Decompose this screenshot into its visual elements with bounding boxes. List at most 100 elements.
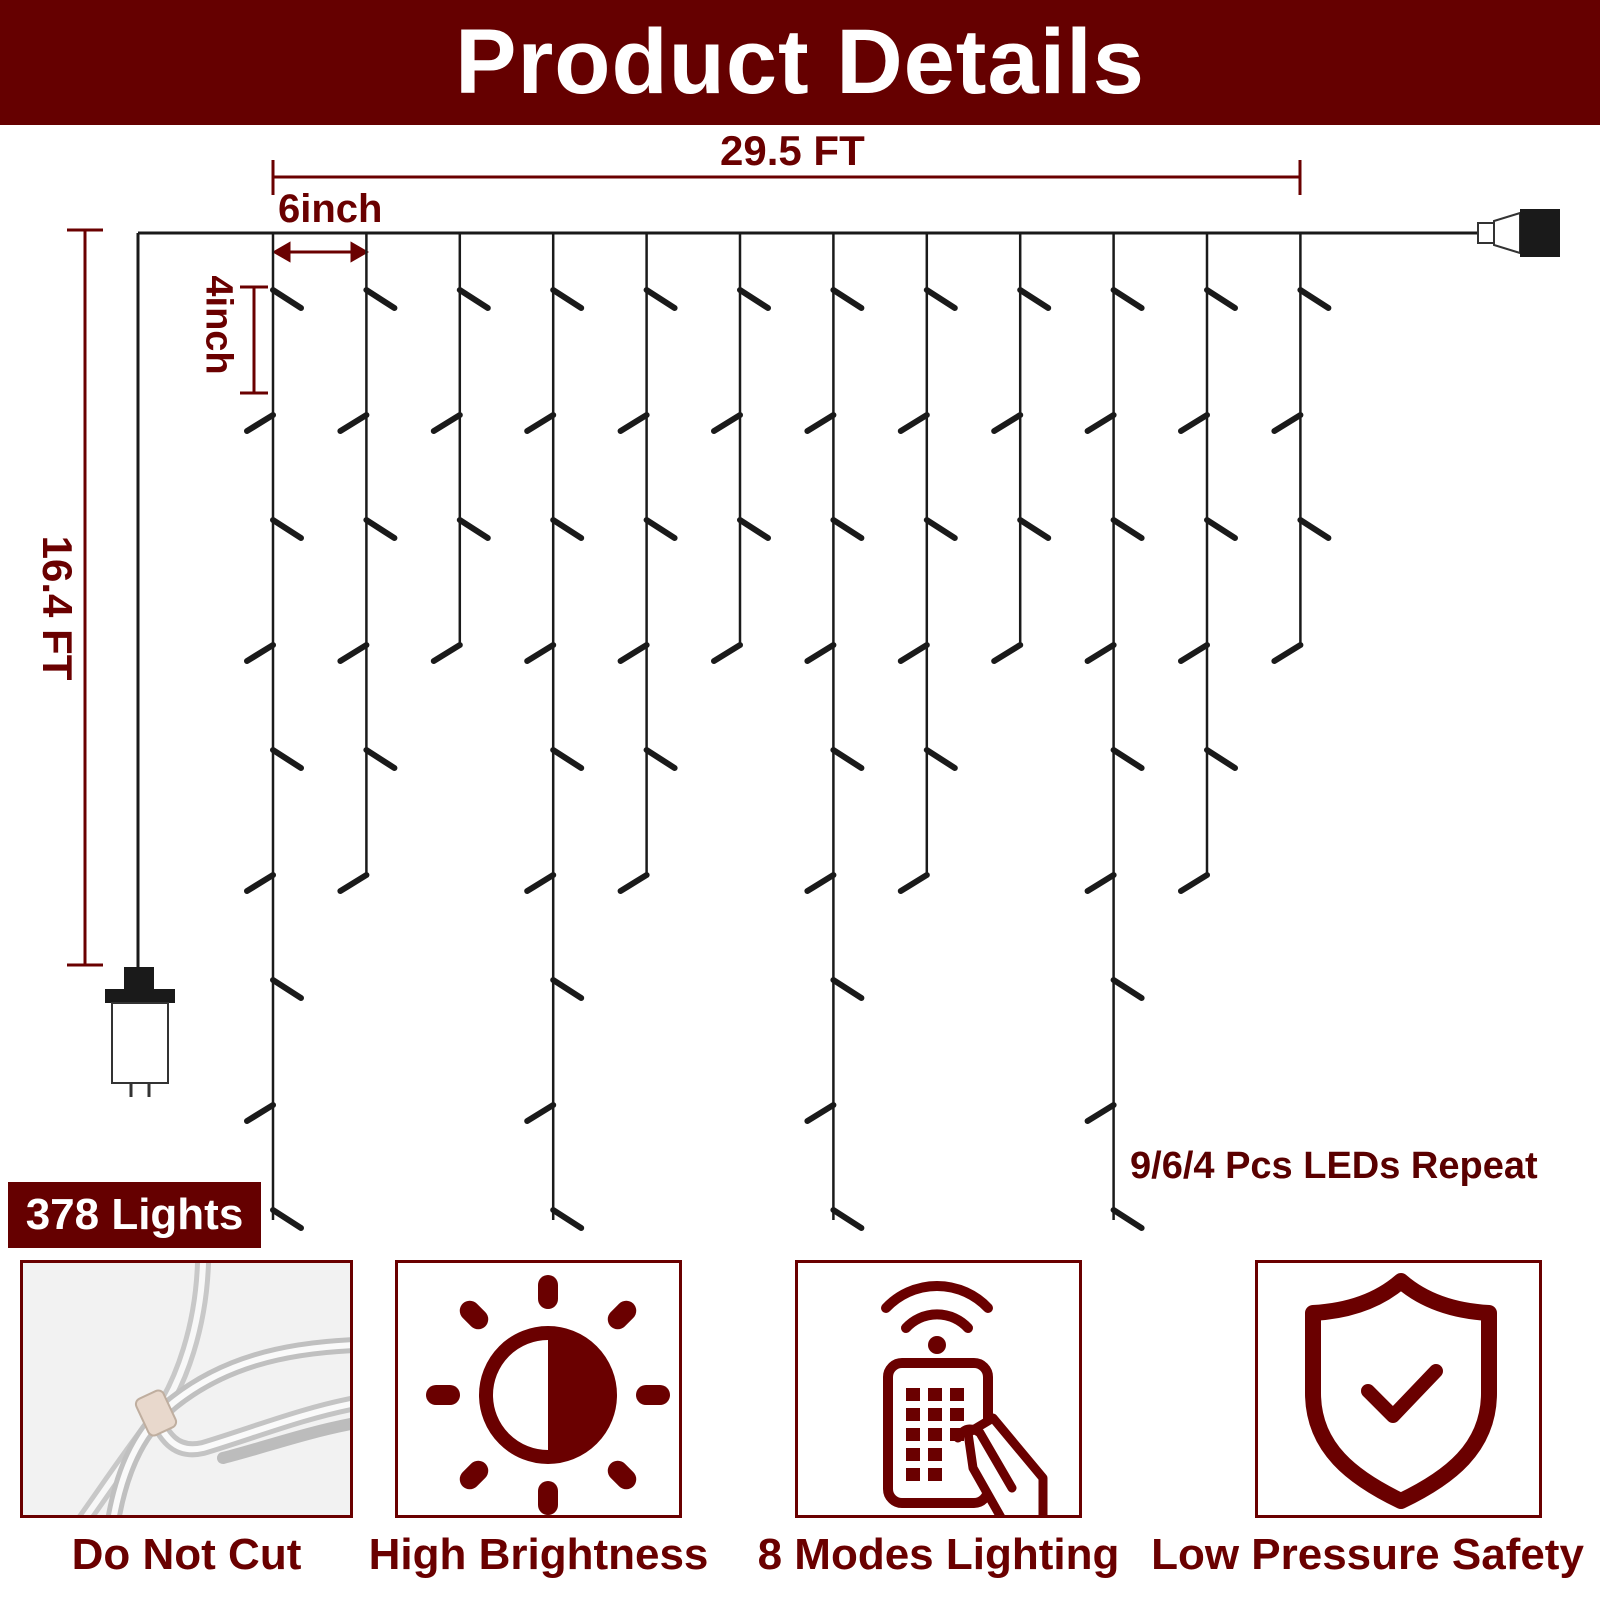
led-bulb (456, 517, 491, 541)
led-bulb (1204, 747, 1238, 771)
keypad-button (950, 1408, 964, 1421)
led-bulb (1178, 642, 1210, 664)
led-bulb (1084, 412, 1117, 434)
led-bulb (923, 287, 958, 311)
led-bulb (550, 1207, 585, 1231)
keypad-button (906, 1428, 920, 1441)
drop-spacing-label: 4inch (197, 275, 240, 375)
led-bulb (244, 412, 276, 434)
led-bulb (991, 412, 1024, 434)
height-label: 16.4 FT (34, 535, 81, 681)
led-bulb (804, 642, 837, 664)
led-bulb (1017, 287, 1052, 311)
led-bulb (430, 412, 463, 434)
keypad-button (906, 1448, 920, 1461)
led-bulb (1110, 517, 1145, 541)
page-title: Product Details (455, 11, 1145, 113)
led-bulb (1297, 287, 1332, 311)
sun-brightness-icon (426, 1275, 670, 1515)
feature-label-do-not-cut: Do Not Cut (71, 1530, 302, 1579)
led-bulb (923, 517, 958, 541)
led-bulb (270, 747, 304, 771)
power-adapter-icon (105, 967, 175, 1097)
led-bulb (923, 747, 958, 771)
led-bulb (430, 642, 463, 664)
led-bulb (550, 747, 585, 771)
keypad-button (928, 1468, 942, 1481)
led-bulb (270, 287, 304, 311)
led-bulb (991, 642, 1024, 664)
curtain-light-diagram: 29.5 FT 6inch 4inch 16.4 FT 9/6/4 Pcs LE… (0, 125, 1600, 1235)
led-bulb (897, 872, 930, 894)
drop-dimension-bracket (240, 285, 268, 395)
led-bulb (550, 977, 585, 1001)
led-bulb (1271, 642, 1304, 664)
repeat-note: 9/6/4 Pcs LEDs Repeat (1130, 1145, 1538, 1187)
led-bulb (643, 517, 678, 541)
keypad-button (906, 1388, 920, 1401)
feature-box-low-pressure-safety (1255, 1260, 1542, 1518)
keypad-button (928, 1448, 942, 1461)
led-bulb (1271, 412, 1304, 434)
led-bulb (804, 1102, 837, 1124)
led-bulb (617, 872, 650, 894)
led-bulb (1110, 1207, 1145, 1231)
keypad-button (928, 1428, 942, 1441)
led-bulb (524, 1102, 557, 1124)
spacing-dimension-arrow (271, 241, 370, 263)
led-bulb (711, 412, 743, 434)
led-bulb (1110, 747, 1145, 771)
led-bulb (363, 287, 398, 311)
led-bulb (244, 1102, 276, 1124)
spacing-label: 6inch (278, 187, 383, 231)
end-connector-icon (1477, 209, 1560, 257)
led-bulb (1084, 1102, 1117, 1124)
feature-box-do-not-cut (20, 1260, 353, 1518)
led-bulb (643, 747, 678, 771)
feature-label-8-modes: 8 Modes Lighting (757, 1530, 1120, 1579)
led-bulb (337, 872, 370, 894)
led-bulb (1178, 872, 1210, 894)
height-dimension-line (67, 228, 103, 967)
led-bulb (643, 287, 678, 311)
keypad-button (928, 1388, 942, 1401)
keypad-button (906, 1468, 920, 1481)
shield-check-icon (1305, 1273, 1497, 1509)
led-bulb (244, 872, 276, 894)
feature-box-8-modes (795, 1260, 1082, 1518)
led-bulb (1204, 517, 1238, 541)
led-bulb (1110, 977, 1145, 1001)
width-dimension-line (271, 160, 1302, 195)
led-bulb (1297, 517, 1332, 541)
header-banner: Product Details (0, 0, 1600, 125)
led-bulb (550, 517, 585, 541)
led-bulb (456, 287, 491, 311)
led-bulb (830, 287, 865, 311)
led-bulb (1204, 287, 1238, 311)
led-bulb (337, 412, 370, 434)
led-bulb (270, 517, 304, 541)
led-bulb (363, 517, 398, 541)
led-bulb (711, 642, 743, 664)
led-bulb (804, 412, 837, 434)
feature-label-high-brightness: High Brightness (368, 1530, 709, 1579)
led-bulb (830, 977, 865, 1001)
led-bulb (804, 872, 837, 894)
led-bulb (270, 1207, 304, 1231)
feature-label-low-pressure-safety: Low Pressure Safety (1151, 1530, 1584, 1579)
led-bulb (363, 747, 398, 771)
light-count-text: 378 Lights (25, 1190, 244, 1239)
led-bulb (270, 977, 304, 1001)
led-bulb (737, 517, 771, 541)
keypad-button (950, 1388, 964, 1401)
led-bulb (1084, 642, 1117, 664)
keypad-button (906, 1408, 920, 1421)
led-bulb (897, 412, 930, 434)
feature-box-high-brightness (395, 1260, 682, 1518)
led-bulb (617, 412, 650, 434)
led-bulb (1178, 412, 1210, 434)
led-bulb (830, 747, 865, 771)
led-bulb (550, 287, 585, 311)
led-bulb (524, 412, 557, 434)
clear-wire-photo (23, 1263, 350, 1515)
